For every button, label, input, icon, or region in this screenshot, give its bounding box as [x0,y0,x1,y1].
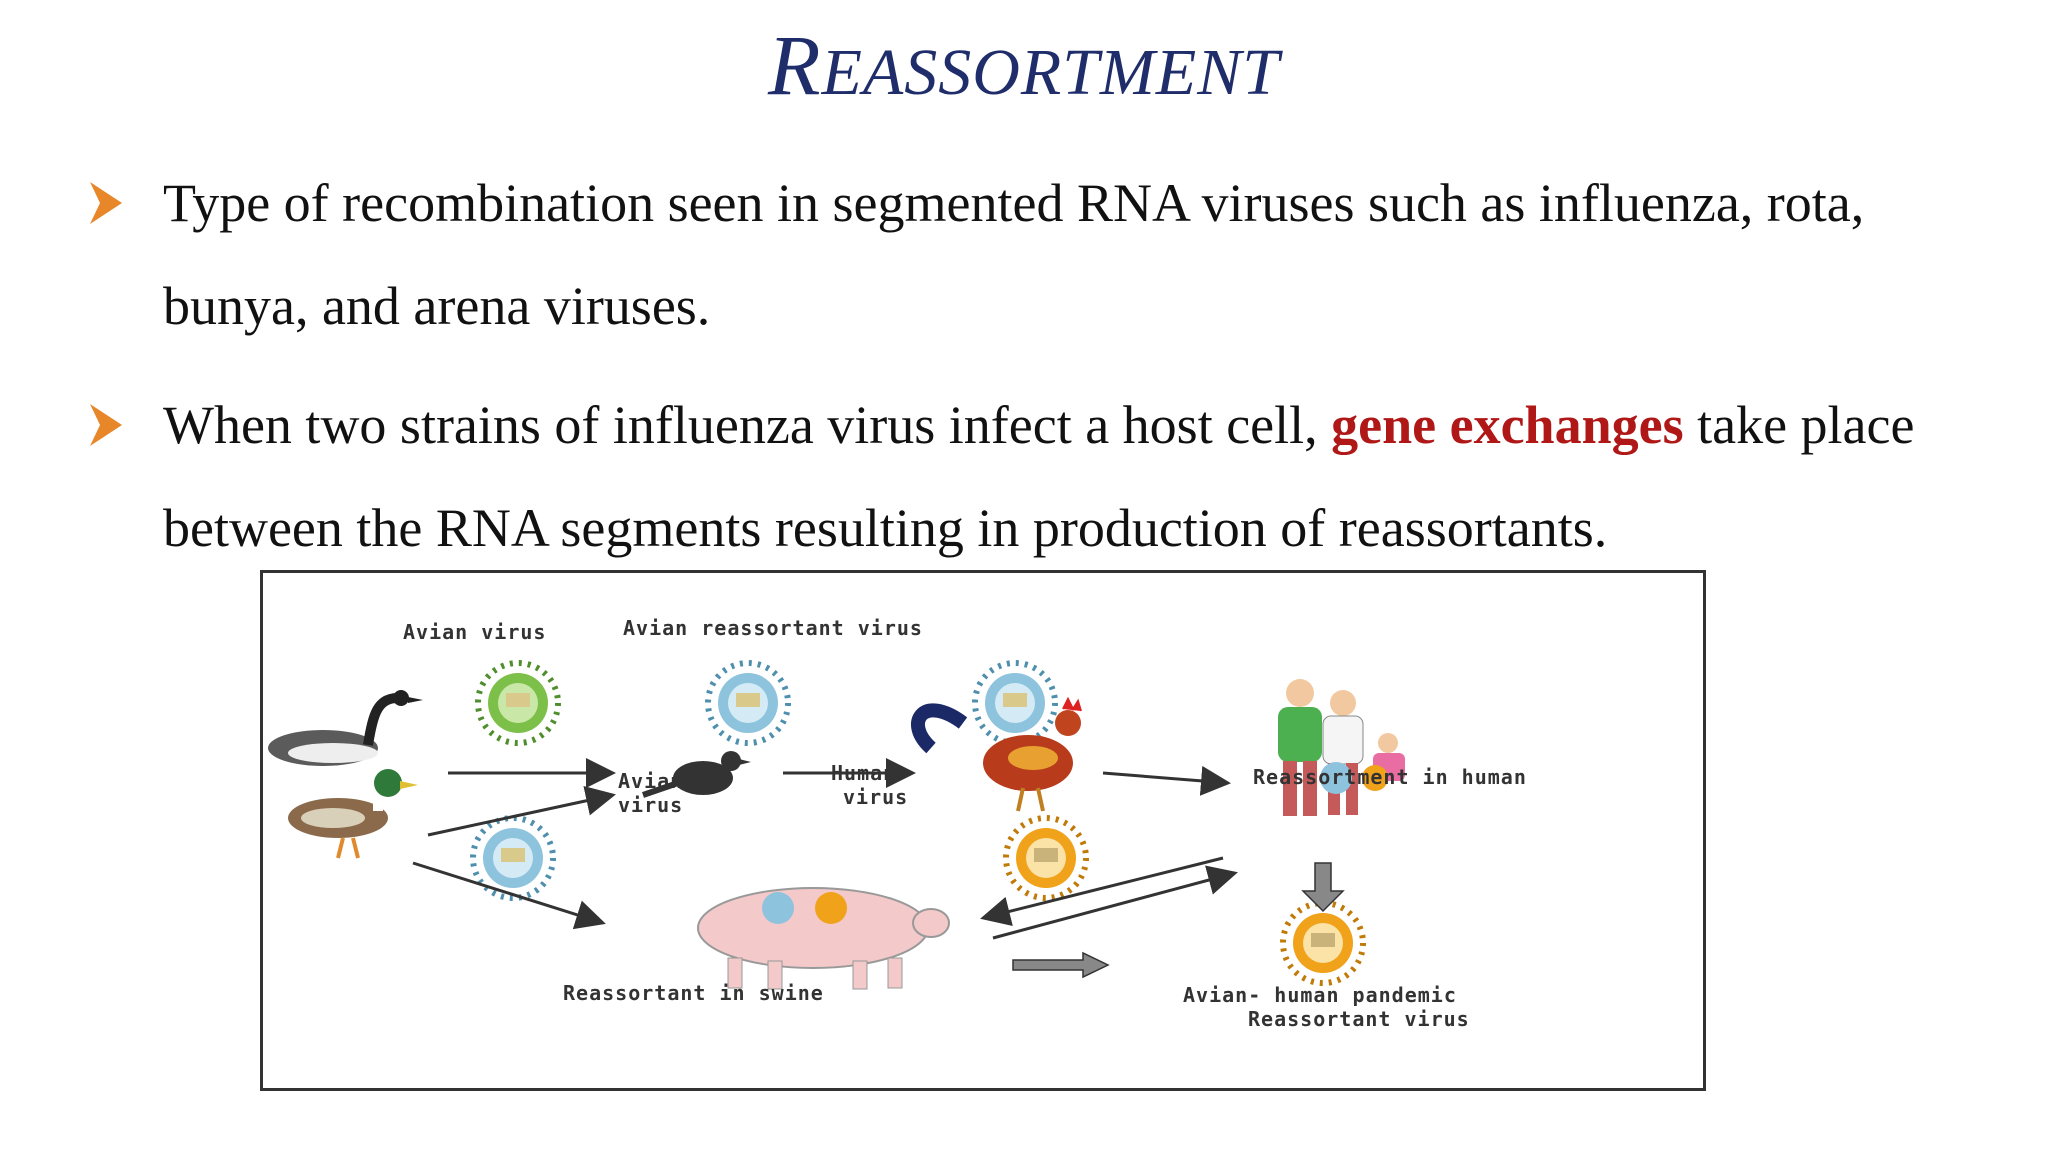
bullet-2: When two strains of influenza virus infe… [88,374,2008,580]
title-initial: R [768,17,822,113]
diagram-artwork [268,573,1405,990]
pig-icon [697,887,950,990]
bullet-2-text-before: When two strains of influenza virus infe… [163,395,1332,455]
pandemic-virus-icon [1283,903,1363,983]
label-human-virus-1: Human [831,761,897,785]
mallard-duck-icon [288,769,418,859]
arrow-bullet-icon [90,182,122,224]
label-pandemic-2: Reassortant virus [1248,1007,1470,1031]
bullet-1: Type of recombination seen in segmented … [88,152,2008,358]
label-avian-reassortant-virus: Avian reassortant virus [623,616,923,640]
arrow-bullet-icon [90,404,122,446]
bullet-2-text: When two strains of influenza virus infe… [163,374,2008,580]
gene-exchanges-highlight: gene exchanges [1331,395,1684,455]
title-rest: eassortment [821,36,1280,109]
bullet-2-text-after: take place between the RNA segments resu… [163,395,1915,558]
bullet-1-text: Type of recombination seen in segmented … [163,152,2008,358]
reassortment-diagram: Avian virus Avian reassortant virus Avia… [260,570,1706,1091]
quail-icon [642,751,751,798]
label-avian-virus-mid-1: Avian [618,769,684,793]
human-family-icon [1278,679,1405,816]
label-pandemic-1: Avian- human pandemic [1183,983,1457,1007]
label-avian-virus-mid-2: virus [618,793,684,817]
goose-icon [268,690,423,766]
human-virus-icon [1006,818,1086,898]
bullet-1-text-main: Type of recombination seen in segmented … [163,173,1865,336]
label-reassortant-in-swine: Reassortant in swine [563,981,824,1005]
label-avian-virus: Avian virus [403,620,547,644]
rooster-icon [911,696,1082,812]
slide-title: Reassortment [0,22,2048,108]
label-human-virus-2: virus [843,785,909,809]
reassortant-virus-icon [975,663,1055,743]
avian-virus-icon [478,663,558,743]
label-reassortment-in-human: Reassortment in human [1253,765,1527,789]
reassortant-virus-icon [708,663,788,743]
